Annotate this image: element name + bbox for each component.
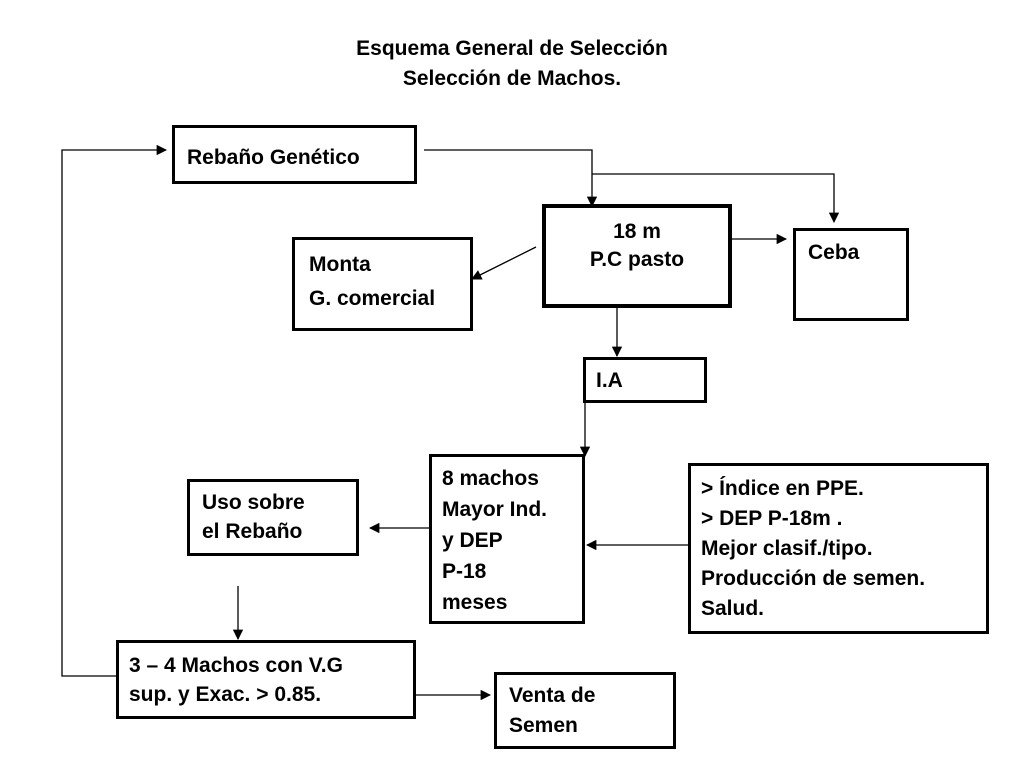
- ceba-box: Ceba: [793, 228, 909, 321]
- criterios-line-2: > DEP P-18m .: [701, 507, 843, 530]
- monta-line-2: G. comercial: [309, 287, 436, 310]
- machos-line-1: 8 machos: [442, 467, 539, 490]
- criterios-line-1: > Índice en PPE.: [701, 477, 864, 500]
- rebano-genetico-label: Rebaño Genético: [187, 146, 360, 169]
- machos-line-2: Mayor Ind.: [442, 498, 548, 521]
- ia-label: I.A: [596, 369, 623, 392]
- machos-line-3: y DEP: [442, 529, 503, 552]
- arrow-vg-feedback-to-rebano: [61, 144, 168, 677]
- machos-box: 8 machos Mayor Ind. y DEP P-18 meses: [429, 454, 585, 624]
- criterios-line-3: Mejor clasif./tipo.: [701, 537, 873, 560]
- rebano-genetico-box: Rebaño Genético: [172, 125, 417, 184]
- pc-pasto-line-2: P.C pasto: [589, 248, 685, 271]
- uso-line-1: Uso sobre: [202, 491, 305, 514]
- criterios-line-5: Salud.: [701, 597, 765, 620]
- diagram-title-line-1: Esquema General de Selección: [356, 37, 668, 60]
- ia-box: I.A: [583, 357, 707, 403]
- pc-pasto-box: 18 m P.C pasto: [542, 204, 732, 308]
- venta-line-1: Venta de: [509, 684, 596, 707]
- criterios-box: > Índice en PPE. > DEP P-18m . Mejor cla…: [688, 463, 989, 634]
- criterios-line-4: Producción de semen.: [701, 567, 926, 590]
- vg-box: 3 – 4 Machos con V.G sup. y Exac. > 0.85…: [116, 640, 416, 719]
- monta-line-1: Monta: [309, 253, 371, 276]
- pc-pasto-line-1: 18 m: [613, 220, 661, 243]
- arrow-pc-pasto-to-monta: [471, 246, 537, 280]
- arrow-rebano-to-ceba: [592, 173, 840, 224]
- arrow-rebano-to-pc-pasto: [424, 149, 598, 208]
- vg-line-1: 3 – 4 Machos con V.G: [129, 654, 343, 677]
- monta-box: Monta G. comercial: [292, 237, 473, 331]
- uso-box: Uso sobre el Rebaño: [187, 479, 359, 556]
- machos-line-4: P-18: [442, 560, 487, 583]
- vg-line-2: sup. y Exac. > 0.85.: [129, 683, 322, 706]
- venta-line-2: Semen: [509, 714, 578, 737]
- diagram-title-line-2: Selección de Machos.: [402, 67, 622, 90]
- venta-box: Venta de Semen: [494, 672, 676, 749]
- ceba-label: Ceba: [808, 241, 860, 264]
- machos-line-5: meses: [442, 591, 508, 614]
- uso-line-2: el Rebaño: [202, 520, 303, 543]
